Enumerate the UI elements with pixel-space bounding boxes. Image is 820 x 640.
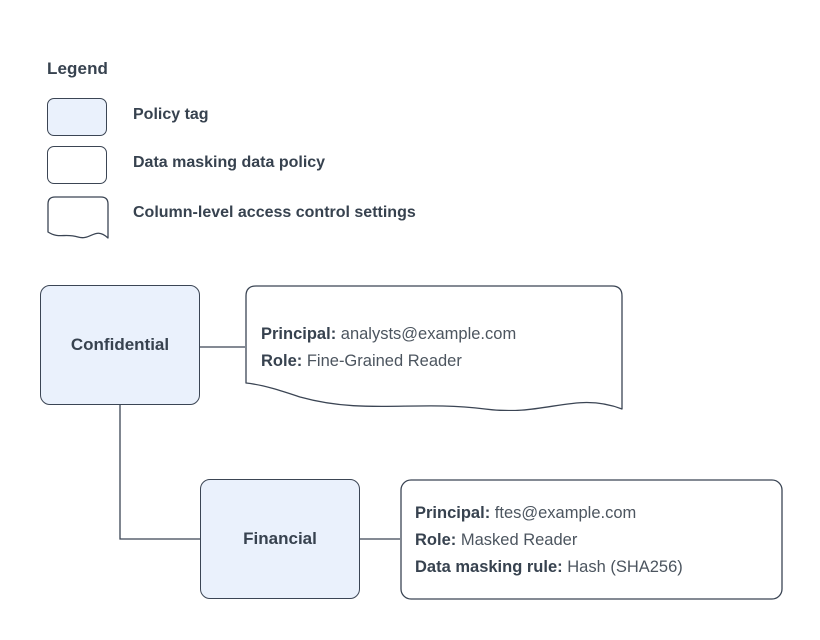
edge-confidential-to-financial [119,405,200,540]
policy-tag-node-financial[interactable]: Financial [200,479,360,599]
policy-tag-node-label: Confidential [70,335,170,354]
policy-tag-swatch [47,98,107,136]
callout-line-key: Role: [415,531,457,549]
legend-item-label: Column-level access control settings [133,204,416,221]
policy-tag-node-label: Financial [243,529,317,548]
callout-line-value: Fine-Grained Reader [306,352,462,370]
callout-line: Role: Masked Reader [415,527,683,554]
data-masking-callout-text: Principal: ftes@example.com Role: Masked… [415,500,683,581]
policy-tag-node-confidential[interactable]: Confidential [40,285,200,405]
legend-item-label: Policy tag [133,106,209,123]
access-control-callout-shape [245,285,623,411]
data-policy-swatch [47,146,107,184]
callout-line-key: Data masking rule: [415,558,563,576]
callout-line: Principal: analysts@example.com [261,321,516,348]
callout-line-value: Masked Reader [460,531,578,549]
callout-line-key: Principal: [415,504,491,522]
legend-item-label: Data masking data policy [133,154,326,171]
access-control-callout[interactable]: Principal: analysts@example.com Role: Fi… [245,285,623,411]
callout-line: Data masking rule: Hash (SHA256) [415,554,683,581]
callout-line: Role: Fine-Grained Reader [261,348,516,375]
callout-line-value: Hash (SHA256) [567,558,683,576]
access-control-swatch [47,196,109,240]
callout-line-value: ftes@example.com [494,504,637,522]
data-masking-callout-shape [400,479,783,600]
callout-line-key: Role: [261,352,303,370]
legend-title: Legend [47,59,109,78]
access-control-callout-text: Principal: analysts@example.com Role: Fi… [261,321,516,375]
callout-line-key: Principal: [261,325,337,343]
data-masking-callout[interactable]: Principal: ftes@example.com Role: Masked… [400,479,783,600]
callout-line-value: analysts@example.com [340,325,517,343]
callout-line: Principal: ftes@example.com [415,500,683,527]
